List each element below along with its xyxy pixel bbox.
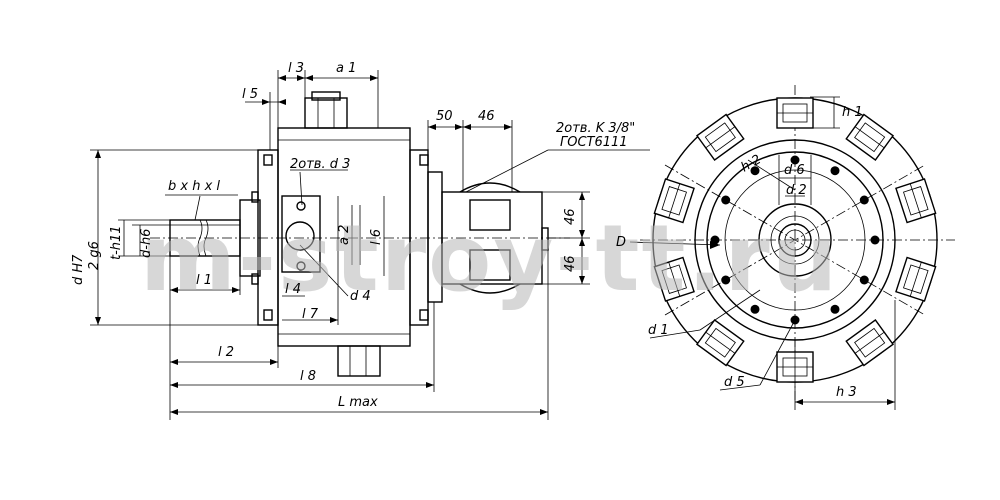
label-l5: l 5 — [242, 87, 258, 102]
label-D: D — [616, 235, 626, 250]
label-gost: ГОСТ6111 — [560, 135, 628, 150]
label-otv-d3: 2отв. d 3 — [290, 157, 350, 172]
label-l6: l 6 — [369, 229, 384, 245]
label-50: 50 — [436, 109, 453, 124]
label-d-h7: d H7 — [71, 254, 86, 285]
label-l8: l 8 — [300, 369, 316, 384]
label-l7: l 7 — [302, 307, 319, 322]
lug — [653, 256, 695, 302]
label-46-r1: 46 — [563, 208, 578, 225]
outer-lugs — [653, 97, 937, 383]
label-l2: l 2 — [218, 345, 234, 360]
label-otv-k: 2отв. K 3/8" — [556, 121, 635, 136]
side-dimensions — [90, 70, 650, 420]
bolt-hole — [870, 235, 880, 245]
label-d4: d 4 — [350, 289, 371, 304]
label-a1: a 1 — [336, 61, 356, 76]
label-46-r2: 46 — [563, 255, 578, 272]
label-h1: h 1 — [842, 105, 863, 120]
bolt-hole — [830, 304, 840, 314]
label-l4: l 4 — [285, 282, 301, 297]
bolt-hole — [830, 166, 840, 176]
label-t-h11: t-h11 — [109, 225, 124, 260]
label-l1: l 1 — [196, 273, 212, 288]
bolt-hole — [790, 155, 800, 165]
lug — [895, 178, 937, 224]
label-l3: l 3 — [288, 61, 304, 76]
watermark-text: m-stroy-tt.ru — [140, 205, 839, 312]
lug — [653, 178, 695, 224]
bolt-hole — [721, 195, 731, 205]
label-d2: d 2 — [786, 183, 807, 198]
label-2g6: 2 g6 — [87, 241, 102, 270]
lug — [695, 113, 745, 161]
lug — [845, 319, 895, 367]
lug — [845, 113, 895, 161]
label-bhl: b x h x l — [168, 179, 220, 194]
label-d5: d 5 — [724, 375, 745, 390]
bolt-holes — [710, 155, 880, 325]
label-d6: d 6 — [784, 163, 805, 178]
label-46-top: 46 — [478, 109, 495, 124]
lug — [776, 97, 814, 129]
label-d-h6: d-h6 — [139, 229, 154, 258]
labels: l 3 a 1 l 5 2отв. d 3 b x h x l d H7 2 g… — [71, 61, 863, 410]
bolt-hole — [721, 275, 731, 285]
side-view — [150, 91, 570, 377]
label-lmax: L max — [338, 395, 378, 410]
front-view — [629, 85, 955, 410]
lug — [695, 319, 745, 367]
bolt-hole — [750, 304, 760, 314]
label-h3: h 3 — [836, 385, 857, 400]
label-a2: a 2 — [337, 225, 352, 245]
bolt-hole — [750, 166, 760, 176]
lug — [895, 256, 937, 302]
label-d1: d 1 — [648, 323, 669, 338]
